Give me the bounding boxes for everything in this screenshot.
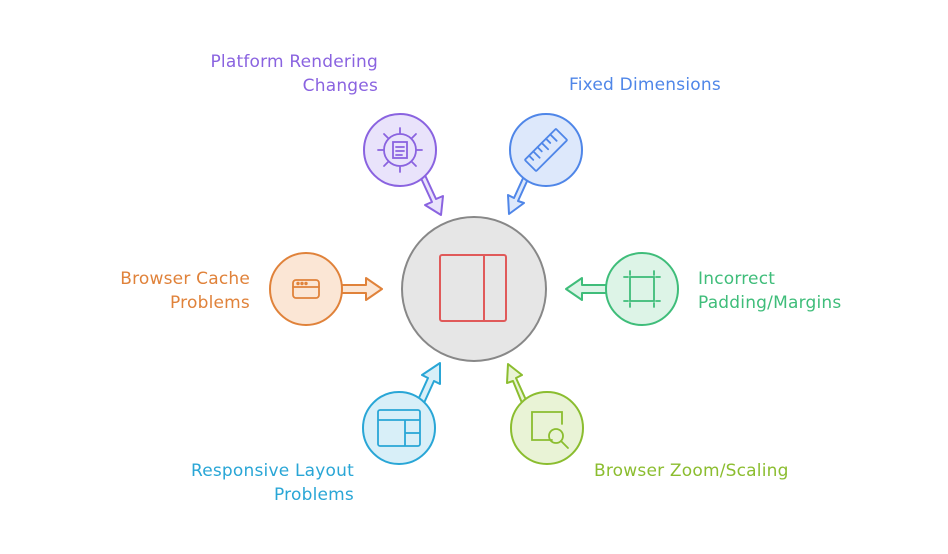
label-browser-cache: Browser Cache Problems [70, 267, 250, 315]
factor-fixed-dimensions [507, 113, 583, 215]
label-platform-line-1: Platform Rendering [210, 52, 378, 72]
factor-platform-rendering [363, 113, 444, 216]
center-hub [401, 216, 547, 362]
label-padding-margins: Incorrect Padding/Margins [698, 267, 898, 315]
factor-padding-margins [565, 252, 679, 326]
factor-responsive-layout [362, 362, 441, 465]
label-responsive-line-1: Responsive Layout [190, 461, 354, 481]
label-platform-line-2: Changes [302, 76, 378, 96]
label-responsive-line-2: Problems [274, 485, 354, 505]
label-browser-zoom: Browser Zoom/Scaling [594, 459, 824, 483]
label-padding-line-2: Padding/Margins [698, 293, 842, 313]
label-fixed-line-1: Fixed Dimensions [569, 75, 721, 95]
box-model-icon [623, 270, 661, 308]
arrow-responsive [417, 362, 441, 404]
zoom-magnifier-icon [531, 411, 569, 449]
factor-browser-zoom [506, 363, 584, 465]
layout-grid-icon [377, 409, 421, 447]
label-responsive-layout: Responsive Layout Problems [130, 459, 354, 507]
factor-browser-cache [269, 252, 383, 326]
browser-window-icon [292, 279, 320, 299]
arrow-fixed [507, 175, 529, 215]
label-zoom-line-1: Browser Zoom/Scaling [594, 461, 789, 481]
split-panel-icon [439, 254, 507, 322]
gear-document-icon [377, 127, 423, 173]
ruler-icon [524, 128, 568, 172]
arrow-zoom [506, 363, 527, 404]
arrow-platform [419, 172, 444, 216]
label-padding-line-1: Incorrect [698, 269, 776, 289]
label-fixed-dimensions: Fixed Dimensions [569, 73, 769, 97]
label-platform-rendering: Platform Rendering Changes [150, 50, 378, 98]
label-cache-line-2: Problems [170, 293, 250, 313]
label-cache-line-1: Browser Cache [120, 269, 250, 289]
